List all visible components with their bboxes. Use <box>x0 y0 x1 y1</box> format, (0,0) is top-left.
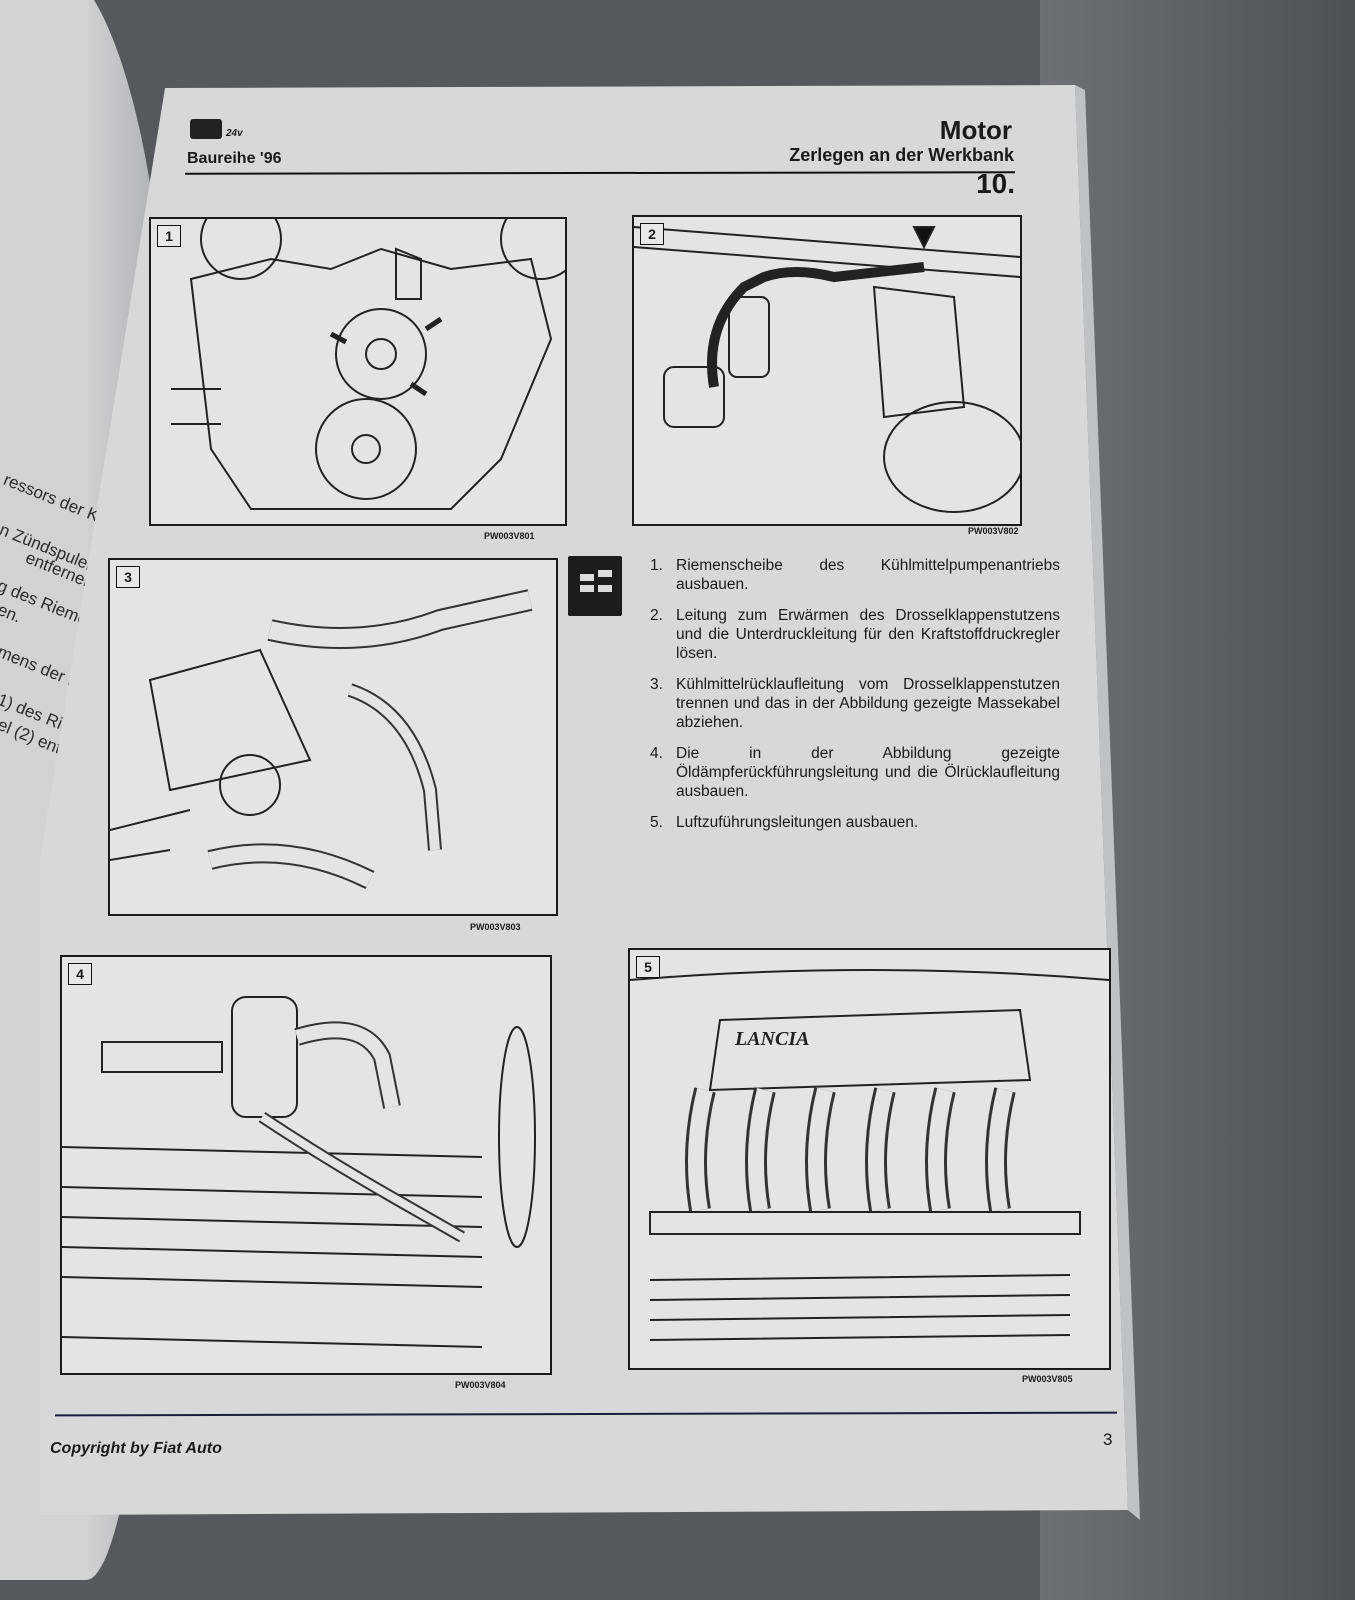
step-text: Luftzuführungsleitungen ausbauen. <box>676 814 919 831</box>
coolant-hose-drawing <box>110 589 533 889</box>
step-number: 1. <box>650 557 663 574</box>
step-number: 4. <box>650 745 663 762</box>
figure-4: 4 <box>60 955 552 1375</box>
figure-number: 5 <box>636 956 660 978</box>
figure-3: 3 <box>108 558 558 916</box>
logo-badge: 24v <box>226 128 243 139</box>
step-number: 2. <box>650 607 663 624</box>
page-subtitle: Zerlegen an der Werkbank <box>789 145 1014 165</box>
series-label: Baureihe '96 <box>187 150 282 167</box>
figure-number: 3 <box>116 566 140 588</box>
step-text: Riemenscheibe des Kühlmittelpumpenantrie… <box>676 557 1060 593</box>
step-text: Die in der Abbildung gezeigte Öldämpferü… <box>676 745 1060 800</box>
engine-front-drawing <box>171 219 565 510</box>
figure-5: 5 LANCIA <box>628 948 1111 1370</box>
figure-number: 2 <box>640 223 664 245</box>
step-number: 3. <box>650 676 663 693</box>
figure-2: 2 <box>632 215 1022 526</box>
page-number: 3 <box>1103 1430 1113 1449</box>
step-text: Kühlmittelrücklaufleitung vom Drosselkla… <box>676 676 1060 731</box>
figure-1: 1 <box>149 217 567 526</box>
page-title: Motor <box>939 115 1012 145</box>
figure-caption: PW003V801 <box>484 531 535 541</box>
figure-number: 4 <box>68 963 92 985</box>
throttle-body-drawing <box>634 226 1020 513</box>
copyright: Copyright by Fiat Auto <box>50 1440 222 1457</box>
oil-vapor-line-drawing <box>62 996 536 1348</box>
figure-number: 1 <box>157 225 181 247</box>
instruction-list: 1. Riemenscheibe des Kühlmittelpumpenantr… <box>650 556 1060 844</box>
engine-logo-icon <box>190 119 222 139</box>
section-number: 10. <box>976 168 1015 199</box>
figure-caption: PW003V802 <box>968 526 1019 536</box>
instruction-step: 3. Kühlmittelrücklaufleitung vom Drosselk… <box>650 675 1060 732</box>
instruction-step: 2. Leitung zum Erwärmen des Drosselklappe… <box>650 606 1060 663</box>
intake-manifold-drawing: LANCIA <box>630 969 1109 1341</box>
step-text: Leitung zum Erwärmen des Drosselklappens… <box>676 607 1060 662</box>
instruction-step: 4. Die in der Abbildung gezeigte Öldämpfe… <box>650 744 1060 801</box>
instruction-step: 1. Riemenscheibe des Kühlmittelpumpenantr… <box>650 556 1060 594</box>
figure-caption: PW003V803 <box>470 922 521 932</box>
figure-caption: PW003V805 <box>1022 1374 1073 1384</box>
disassembly-icon <box>568 556 622 616</box>
step-number: 5. <box>650 814 663 831</box>
lancia-logo-text: LANCIA <box>734 1028 809 1050</box>
instruction-step: 5. Luftzuführungsleitungen ausbauen. <box>650 813 1060 832</box>
figure-caption: PW003V804 <box>455 1380 506 1390</box>
